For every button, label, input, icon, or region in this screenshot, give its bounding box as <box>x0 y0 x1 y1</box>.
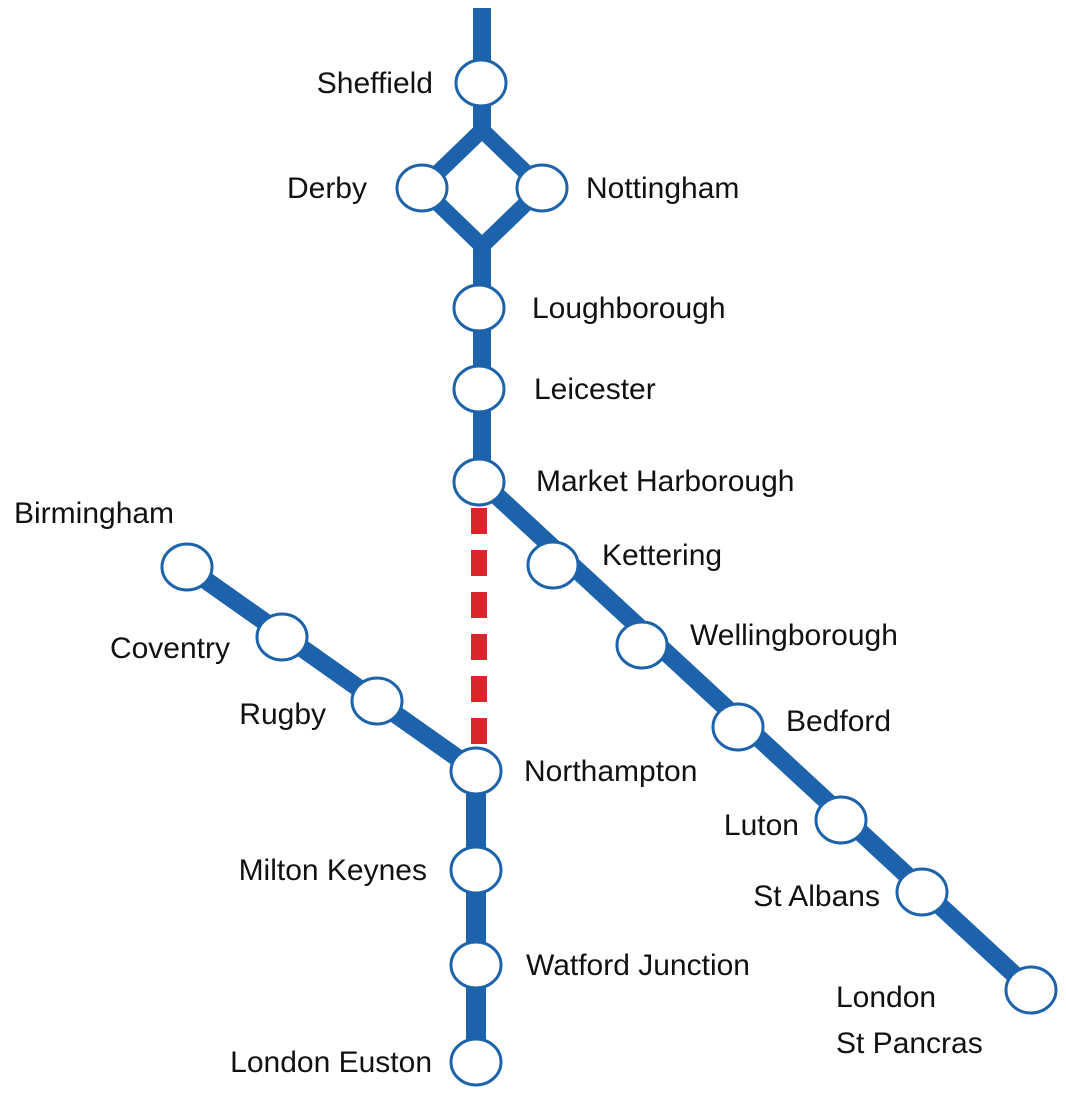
station-markers <box>160 58 1058 1087</box>
label-loughborough: Loughborough <box>532 292 726 325</box>
label-rugby: Rugby <box>239 698 326 731</box>
label-milton-keynes: Milton Keynes <box>239 854 427 887</box>
label-derby: Derby <box>287 172 367 205</box>
station-marker-wellingborough[interactable] <box>615 620 669 670</box>
station-marker-market-harborough[interactable] <box>452 457 506 507</box>
station-marker-derby[interactable] <box>395 163 449 213</box>
label-nottingham: Nottingham <box>586 172 739 205</box>
label-london-euston: London Euston <box>230 1046 432 1079</box>
station-marker-birmingham[interactable] <box>160 542 214 592</box>
station-labels: Sheffield Derby Nottingham Loughborough … <box>14 67 983 1079</box>
station-marker-northampton[interactable] <box>449 746 503 796</box>
station-marker-kettering[interactable] <box>526 540 580 590</box>
station-marker-watford-junction[interactable] <box>449 940 503 990</box>
station-marker-coventry[interactable] <box>255 612 309 662</box>
label-northampton: Northampton <box>524 755 697 788</box>
track-birmingham-branch <box>181 559 482 779</box>
station-marker-sheffield[interactable] <box>454 58 508 108</box>
label-luton: Luton <box>724 809 799 842</box>
station-marker-nottingham[interactable] <box>515 163 569 213</box>
label-watford-junction: Watford Junction <box>526 949 750 982</box>
label-birmingham: Birmingham <box>14 497 174 530</box>
station-marker-st-albans[interactable] <box>895 867 949 917</box>
station-marker-luton[interactable] <box>814 795 868 845</box>
label-market-harborough: Market Harborough <box>536 465 794 498</box>
station-marker-london-st-pancras[interactable] <box>1004 965 1058 1015</box>
label-sheffield: Sheffield <box>317 67 433 100</box>
label-kettering: Kettering <box>602 539 722 572</box>
label-bedford: Bedford <box>786 705 891 738</box>
label-coventry: Coventry <box>110 632 230 665</box>
station-marker-london-euston[interactable] <box>449 1037 503 1087</box>
station-marker-leicester[interactable] <box>452 364 506 414</box>
station-marker-loughborough[interactable] <box>452 283 506 333</box>
label-wellingborough: Wellingborough <box>690 619 898 652</box>
station-marker-bedford[interactable] <box>711 702 765 752</box>
label-leicester: Leicester <box>534 373 656 406</box>
label-london-st-pancras-line1: London <box>836 981 936 1014</box>
station-marker-rugby[interactable] <box>350 676 404 726</box>
label-st-albans: St Albans <box>753 880 880 913</box>
label-london-st-pancras-line2: St Pancras <box>836 1027 983 1060</box>
station-marker-milton-keynes[interactable] <box>449 845 503 895</box>
